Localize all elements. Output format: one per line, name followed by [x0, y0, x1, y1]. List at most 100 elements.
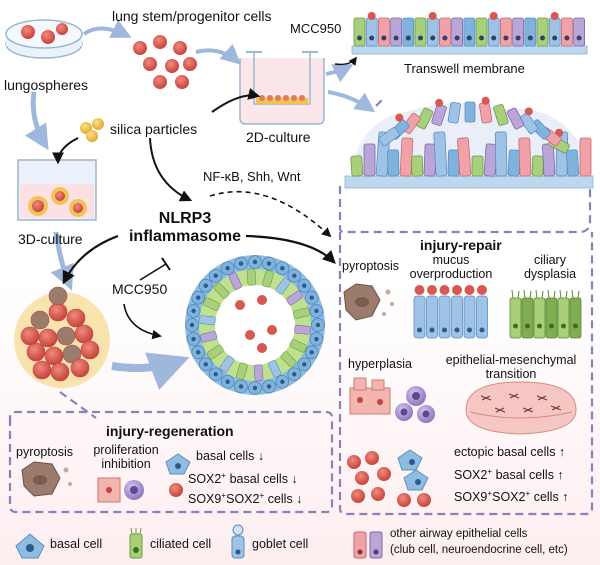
epithelial-cell	[573, 17, 585, 47]
repair-pyroptosis-label: pyroptosis	[342, 259, 399, 273]
culture-3d-well-icon	[17, 159, 97, 221]
legend-other-cells-icon	[353, 531, 383, 559]
transwell-label: Transwell membrane	[404, 61, 525, 76]
repair-sox9-mid: SOX2	[492, 490, 526, 505]
repair-sox2-label: SOX2+ basal cells ↑	[454, 467, 564, 483]
mucus-label: mucus overproduction	[406, 253, 496, 282]
epithelial-cell	[402, 17, 415, 47]
epithelial-cell	[487, 17, 500, 47]
prolif-line2: inhibition	[101, 456, 151, 471]
silica-label: silica particles	[110, 121, 198, 137]
regen-sox2-rest: basal cells ↓	[226, 472, 298, 487]
mcc950-mid-label: MCC950	[112, 281, 168, 297]
damaged-lungosphere-icon	[14, 286, 110, 388]
emt-line2: transition	[485, 366, 537, 381]
pyroptosis-cell-icon-repair	[343, 283, 394, 321]
flow-arrows	[24, 19, 376, 390]
epithelial-cell	[451, 17, 464, 47]
epithelial-cell	[561, 17, 573, 47]
mucus-cells-icon	[413, 285, 488, 339]
epithelial-cell	[414, 17, 427, 47]
epithelial-cell	[536, 17, 549, 47]
hyperplasia-label: hyperplasia	[348, 357, 412, 371]
dashed-connectors	[8, 97, 594, 516]
epithelial-cell	[365, 17, 378, 47]
regen-sox9-plus: +	[221, 491, 227, 500]
lungospheres-label: lungospheres	[4, 77, 89, 93]
repair-sox9-plus2: +	[525, 489, 531, 498]
regen-sox9-mid: SOX2	[226, 492, 260, 507]
repair-sox2-rest: basal cells ↑	[492, 468, 564, 483]
proliferation-inhibition-icon	[97, 477, 144, 503]
regen-sox2-prefix: SOX2	[188, 472, 222, 487]
legend-ciliated-label: ciliated cell	[150, 537, 212, 551]
ciliary-dysplasia-icon	[509, 289, 582, 339]
regen-sox2-label: SOX2+ basal cells ↓	[188, 471, 298, 487]
epithelial-cell	[353, 17, 366, 47]
ciliary-label: ciliary dysplasia	[520, 253, 580, 282]
regen-cells-icon	[165, 453, 191, 497]
regen-basal-label: basal cells ↓	[196, 449, 265, 463]
ectopic-label: ectopic basal cells ↑	[454, 445, 566, 459]
silica-particles-icon	[80, 118, 104, 142]
emt-line1: epithelial-mesenchymal	[445, 353, 577, 367]
epithelial-cell	[548, 17, 561, 47]
regen-sox9-rest: cells ↓	[264, 492, 303, 507]
mucus-line2: overproduction	[409, 266, 493, 281]
hyperplasia-icon	[349, 377, 435, 423]
emt-icon	[465, 381, 577, 435]
epithelial-cell	[475, 17, 488, 47]
epithelial-cell	[499, 17, 512, 47]
epithelial-cell	[438, 17, 451, 47]
nlrp3-label: NLRP3 inflammasome	[120, 210, 250, 245]
stem-cells-label: lung stem/progenitor cells	[112, 8, 272, 24]
regen-pyroptosis-label: pyroptosis	[16, 445, 73, 459]
regen-sox9-label: SOX9+SOX2+ cells ↓	[188, 491, 303, 507]
prolif-line1: proliferation	[93, 443, 159, 457]
repair-sox9-prefix: SOX9	[454, 490, 488, 505]
legend-basal-label: basal cell	[50, 537, 103, 551]
damaged-epithelium-icon	[344, 96, 594, 189]
regen-sox9-prefix: SOX9	[188, 492, 222, 507]
ectopic-cells-icon	[347, 449, 431, 507]
epithelial-cell	[524, 17, 537, 47]
legend-basal-cell-icon	[15, 533, 45, 559]
epithelial-cell	[377, 17, 390, 47]
regen-sox9-plus2: +	[259, 491, 265, 500]
culture-3d-label: 3D-culture	[18, 231, 83, 247]
nlrp3-line2: inflammasome	[128, 227, 242, 245]
petri-dish-icon	[5, 19, 83, 59]
ciliary-line1: ciliary	[534, 253, 566, 267]
transwell-epithelium-icon	[351, 12, 588, 55]
mucus-line1: mucus	[432, 253, 470, 267]
ciliary-line2: dysplasia	[523, 266, 577, 281]
transwell-2d-icon	[239, 51, 325, 125]
stem-cells-icon	[133, 35, 197, 89]
injury-repair-title: injury-repair	[420, 237, 502, 253]
repair-sox9-label: SOX9+SOX2+ cells ↑	[454, 489, 569, 505]
repair-sox9-plus: +	[487, 489, 493, 498]
nlrp3-line1: NLRP3	[158, 210, 212, 227]
repair-sox9-rest: cells ↑	[530, 490, 569, 505]
epithelial-cell	[512, 17, 524, 47]
legend-goblet-label: goblet cell	[252, 537, 309, 551]
mcc950-top-label: MCC950	[290, 21, 342, 36]
repair-sox2-plus: +	[487, 467, 493, 476]
legend-ciliated-cell-icon	[129, 527, 143, 559]
epithelial-cell	[463, 17, 476, 47]
legend-goblet-cell-icon	[231, 524, 245, 559]
regen-sox2-plus: +	[221, 471, 227, 480]
epithelial-cell	[426, 17, 439, 47]
prolif-label: proliferation inhibition	[88, 443, 164, 472]
epithelial-cell	[390, 17, 403, 47]
injury-regeneration-title: injury-regeneration	[106, 423, 234, 439]
repair-sox2-prefix: SOX2	[454, 468, 488, 483]
emt-label: epithelial-mesenchymal transition	[436, 353, 586, 382]
legend-other-line1: other airway epithelial cells	[390, 528, 528, 540]
culture-2d-label: 2D-culture	[246, 129, 311, 145]
legend-other-line2: (club cell, neuroendocrine cell, etc)	[390, 544, 568, 556]
lungosphere-ring-icon	[185, 255, 325, 395]
pathways-label: NF-κB, Shh, Wnt	[203, 169, 301, 184]
